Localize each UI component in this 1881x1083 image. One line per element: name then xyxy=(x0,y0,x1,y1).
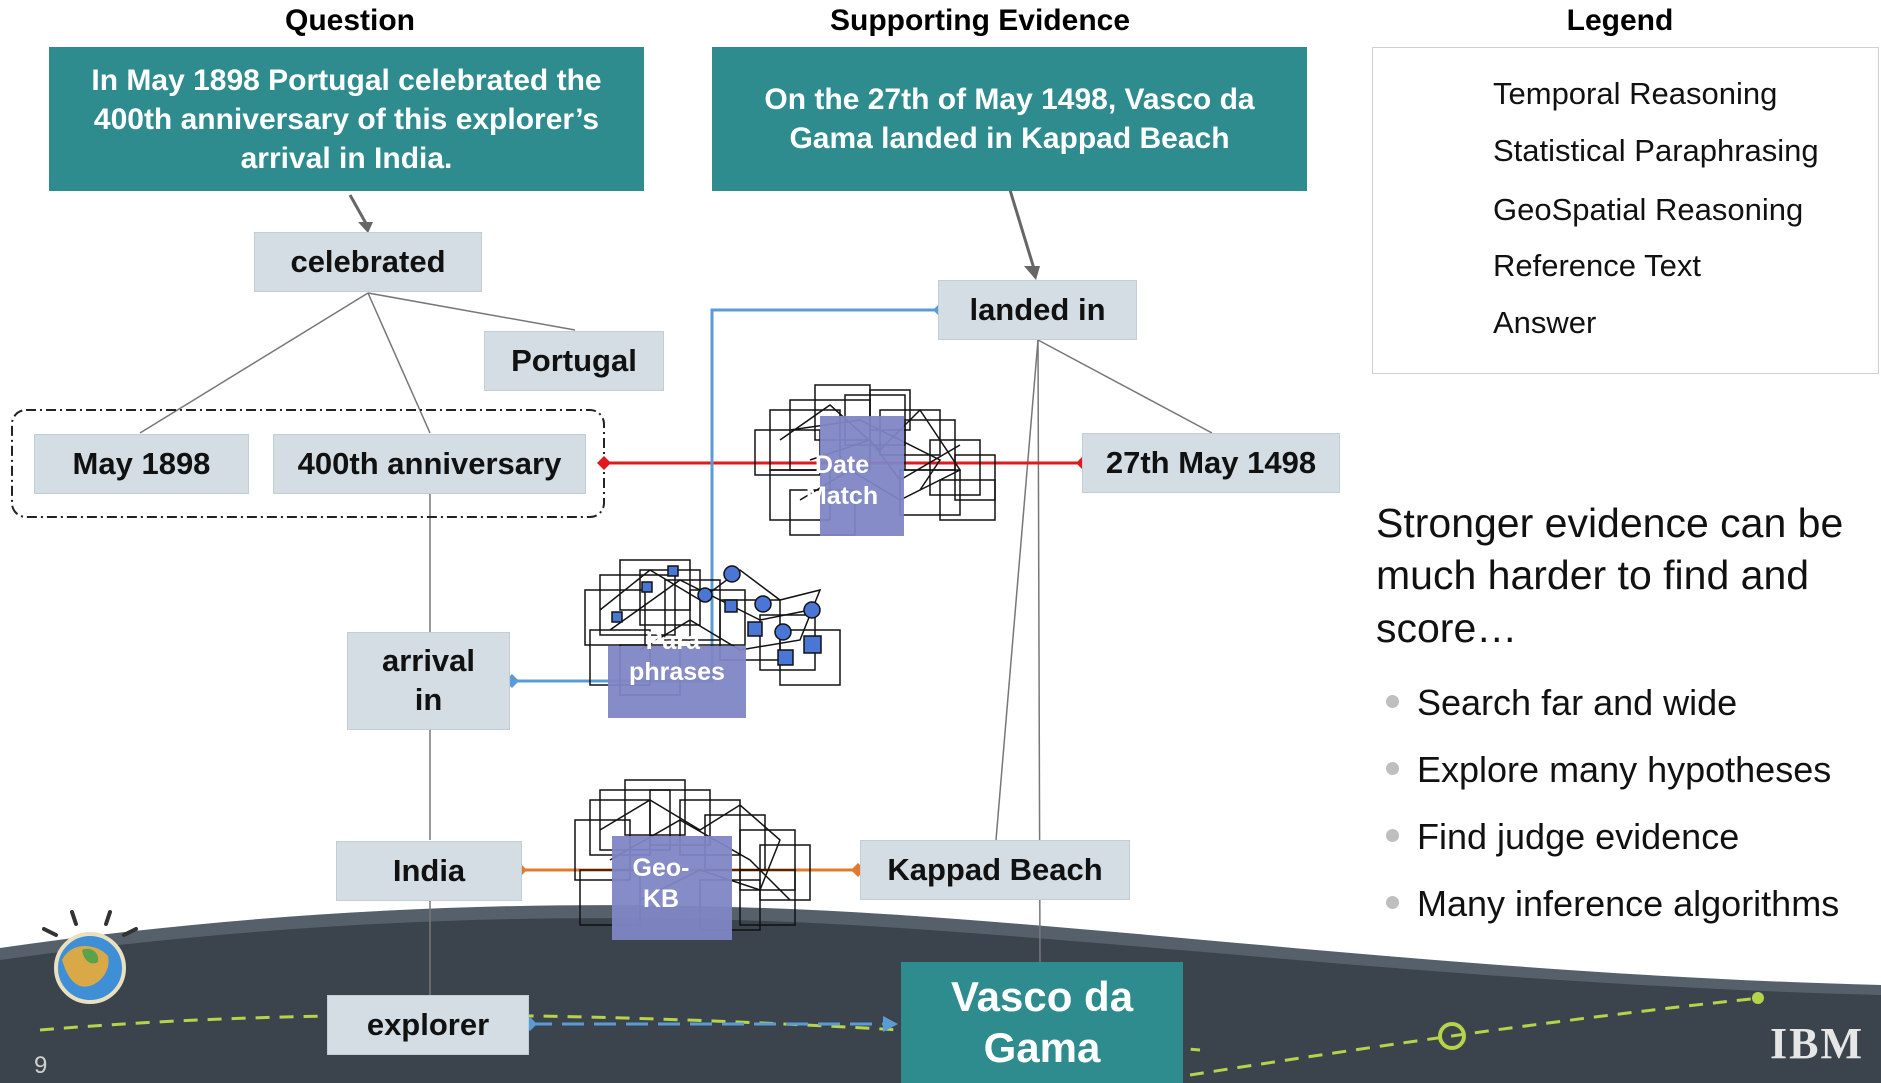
footer-dash-line-right xyxy=(1189,996,1761,1077)
node-may-1898: May 1898 xyxy=(34,434,249,494)
globe-logo-icon xyxy=(42,910,138,1004)
page-number: 9 xyxy=(34,1052,48,1079)
node-celebrated: celebrated xyxy=(254,232,482,292)
node-india: India xyxy=(336,841,522,901)
node-arrival-in: arrival in xyxy=(347,632,510,730)
question-header: Question xyxy=(284,4,415,37)
question-text-box: In May 1898 Portugal celebrated the 400t… xyxy=(49,47,644,191)
paraphrases-label: Para- phrases xyxy=(629,627,725,687)
legend-temporal: Temporal Reasoning xyxy=(1493,76,1778,111)
node-portugal: Portugal xyxy=(484,331,664,391)
node-400th-anniversary: 400th anniversary xyxy=(273,434,586,494)
evidence-arrow xyxy=(1008,189,1037,273)
bullet-item: Explore many hypotheses xyxy=(1386,749,1831,791)
answer-box: Vasco da Gama xyxy=(901,962,1183,1083)
legend-answer: Answer xyxy=(1493,305,1597,340)
node-landed-in: landed in xyxy=(938,280,1137,340)
footer-node-icon xyxy=(1438,1022,1466,1050)
evidence-header: Supporting Evidence xyxy=(829,4,1131,37)
paraphrases-nodes-icon xyxy=(611,565,822,666)
date-match-label: Date Match xyxy=(805,451,879,511)
evidence-text-box: On the 27th of May 1498, Vasco da Gama l… xyxy=(712,47,1307,191)
date-match-module xyxy=(820,416,904,536)
legend-statistical: Statistical Paraphrasing xyxy=(1493,133,1819,168)
bullet-item: Search far and wide xyxy=(1386,682,1737,724)
bullet-item: Find judge evidence xyxy=(1386,816,1739,858)
geo-kb-label: Geo- KB xyxy=(632,854,690,914)
legend-panel xyxy=(1372,47,1879,374)
node-explorer: explorer xyxy=(327,995,529,1055)
footer-node-small-icon xyxy=(1752,992,1764,1004)
legend-geospatial: GeoSpatial Reasoning xyxy=(1493,192,1804,227)
bullet-item: Many inference algorithms xyxy=(1386,883,1839,925)
question-arrow xyxy=(348,194,370,228)
legend-reference: Reference Text xyxy=(1493,248,1701,283)
side-headline: Stronger evidence can be much harder to … xyxy=(1376,500,1844,651)
question-tree-lines xyxy=(139,292,576,995)
footer-dash-line xyxy=(39,1013,1201,1052)
geo-kb-module xyxy=(612,836,732,940)
ibm-logo: IBM xyxy=(1770,1019,1864,1068)
node-27th-may-1498: 27th May 1498 xyxy=(1082,433,1340,493)
node-kappad-beach: Kappad Beach xyxy=(860,840,1130,900)
legend-header: Legend xyxy=(1566,4,1674,37)
paraphrases-module xyxy=(608,646,746,718)
